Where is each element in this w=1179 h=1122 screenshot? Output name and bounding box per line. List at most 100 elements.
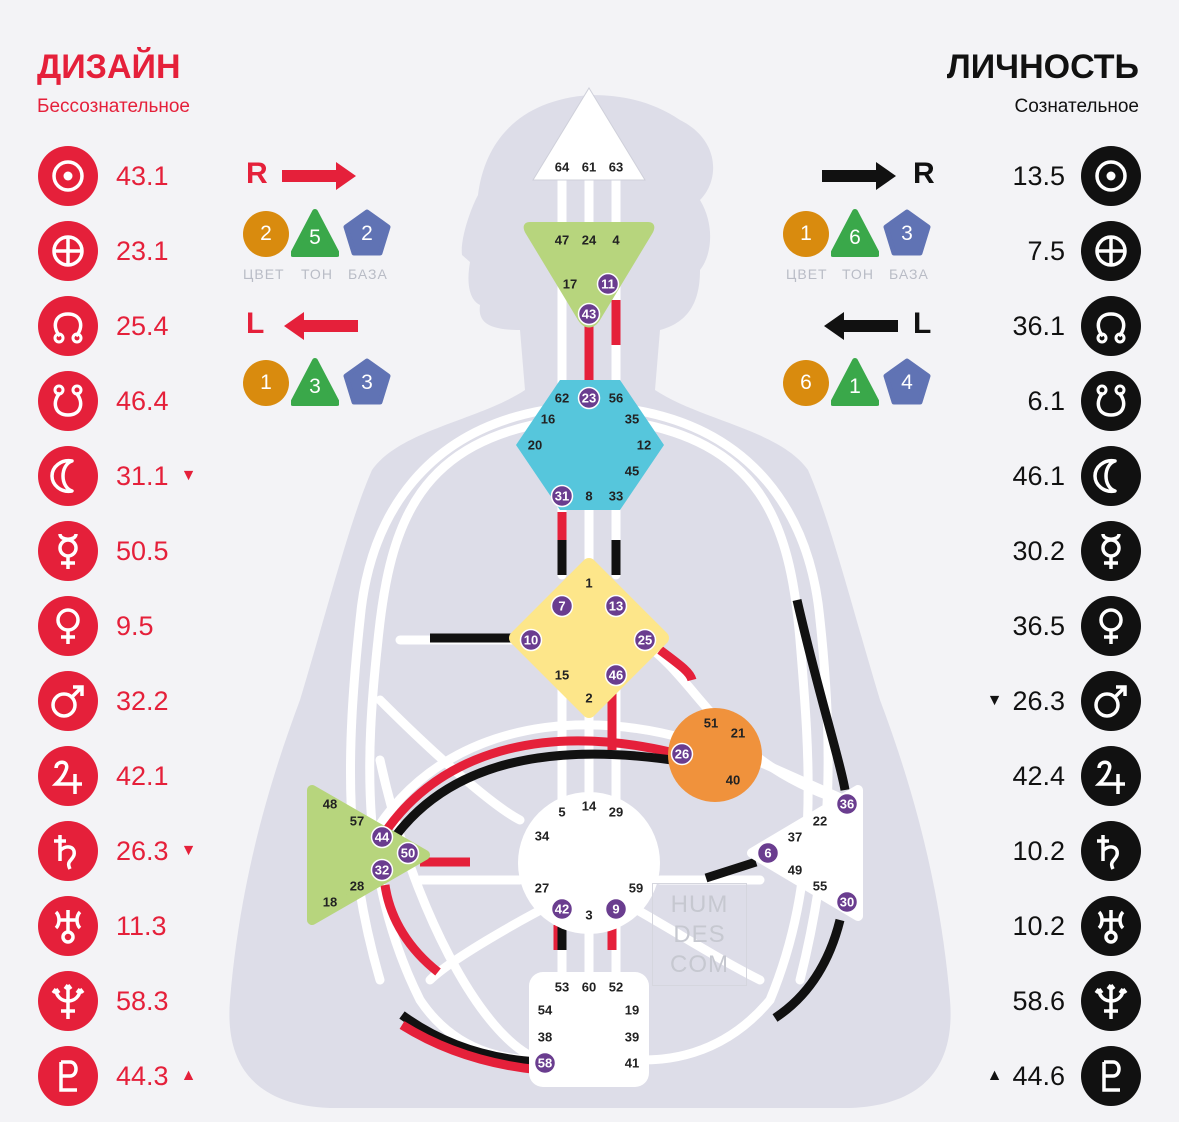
svg-text:39: 39 [625, 1030, 639, 1045]
saturn-icon [1081, 821, 1141, 881]
design-planet-row: 58.3 [38, 971, 181, 1031]
svg-text:52: 52 [609, 980, 623, 995]
gate-14: 14 [582, 799, 597, 814]
neptune-icon [1081, 971, 1141, 1031]
svg-text:11: 11 [601, 277, 615, 292]
jupiter-icon [38, 746, 98, 806]
personality-r-label: R [913, 157, 935, 190]
channel-track [365, 415, 565, 1065]
design-right-arrow-icon [282, 162, 356, 190]
gate-5: 5 [558, 805, 565, 820]
svg-text:17: 17 [563, 277, 577, 292]
svg-text:10: 10 [524, 633, 538, 648]
personality-subtitle: Сознательное [1014, 96, 1139, 117]
gate-62: 62 [555, 391, 569, 406]
svg-text:18: 18 [323, 895, 337, 910]
svg-text:26: 26 [675, 747, 689, 762]
personality-l-color-badge: 6 [783, 360, 829, 406]
svg-text:37: 37 [788, 830, 802, 845]
design-planet-row: 31.1▼ [38, 446, 196, 506]
svg-text:6: 6 [764, 846, 771, 861]
design-activation-value: 43.1 [116, 160, 169, 191]
personality-l-label: L [913, 307, 932, 340]
svg-text:35: 35 [625, 412, 639, 427]
personality-activation-value: 58.6 [1012, 985, 1065, 1016]
gate-11: 11 [596, 272, 620, 296]
design-r-color-badge: 2 [243, 211, 289, 257]
gate-32: 32 [370, 858, 394, 882]
svg-text:4: 4 [612, 233, 620, 248]
gate-56: 56 [609, 391, 623, 406]
personality-planet-row: 10.2 [1002, 896, 1141, 956]
personality-planet-row: 10.2 [1002, 821, 1141, 881]
svg-text:60: 60 [582, 980, 596, 995]
design-planet-row: 26.3▼ [38, 821, 196, 881]
svg-text:9: 9 [612, 902, 619, 917]
design-left-arrow-icon [284, 312, 358, 340]
design-activation-value: 26.3 [116, 835, 169, 866]
svg-text:22: 22 [813, 814, 827, 829]
design-activation-value: 46.4 [116, 385, 169, 416]
earth-icon [38, 221, 98, 281]
active-channel [772, 918, 845, 1022]
svg-text:30: 30 [840, 895, 854, 910]
svg-text:42: 42 [555, 902, 569, 917]
active-channel [704, 857, 758, 883]
gate-1: 1 [585, 576, 592, 591]
design-l-label: L [246, 307, 265, 340]
active-channel [399, 1021, 541, 1075]
venus-icon [38, 596, 98, 656]
gate-61: 61 [582, 160, 596, 175]
gate-20: 20 [528, 438, 542, 453]
design-l-base-value: 3 [361, 371, 373, 394]
personality-left-arrow-icon [824, 312, 898, 340]
saturn-icon [38, 821, 98, 881]
neptune-icon [38, 971, 98, 1031]
gate-57: 57 [350, 814, 364, 829]
svg-text:3: 3 [585, 908, 592, 923]
personality-activation-value: 26.3 [1012, 685, 1065, 716]
design-r-label: R [246, 157, 268, 190]
svg-text:36: 36 [840, 797, 854, 812]
channel-track [615, 415, 813, 1065]
personality-l-tone-badge-icon [831, 358, 879, 406]
svg-text:44: 44 [375, 830, 390, 845]
gate-44: 44 [370, 825, 394, 849]
personality-activation-value: 7.5 [1027, 235, 1065, 266]
gate-23: 23 [577, 386, 601, 410]
personality-activation-value: 30.2 [1012, 535, 1065, 566]
gate-64: 64 [555, 160, 570, 175]
gate-15: 15 [555, 668, 569, 683]
design-r-base-value: 2 [361, 222, 373, 245]
design-l-base-badge-icon [343, 358, 391, 405]
gate-30: 30 [835, 890, 859, 914]
design-planet-row: 42.1 [38, 746, 181, 806]
svg-text:1: 1 [585, 576, 592, 591]
gate-34: 34 [535, 829, 550, 844]
svg-text:53: 53 [555, 980, 569, 995]
gate-49: 49 [788, 863, 802, 878]
gate-53: 53 [555, 980, 569, 995]
gate-27: 27 [535, 881, 549, 896]
caption-base: БАЗА [348, 266, 388, 282]
head-center [532, 87, 646, 181]
caption-tone: ТОН [301, 266, 333, 282]
gate-18: 18 [323, 895, 337, 910]
pluto-icon [1081, 1046, 1141, 1106]
personality-planet-row: 46.1 [1002, 446, 1141, 506]
gate-9: 9 [604, 897, 628, 921]
caption-tone: ТОН [842, 266, 874, 282]
design-planet-row: 9.5 [38, 596, 166, 656]
jupiter-icon [1081, 746, 1141, 806]
svg-text:31: 31 [555, 489, 569, 504]
north-node-icon [1081, 296, 1141, 356]
svg-text:20: 20 [528, 438, 542, 453]
sun-icon [1081, 146, 1141, 206]
svg-text:41: 41 [625, 1056, 639, 1071]
mercury-icon [38, 521, 98, 581]
venus-icon [1081, 596, 1141, 656]
north-node-icon [38, 296, 98, 356]
gate-16: 16 [541, 412, 555, 427]
personality-r-color-badge: 1 [783, 211, 829, 257]
